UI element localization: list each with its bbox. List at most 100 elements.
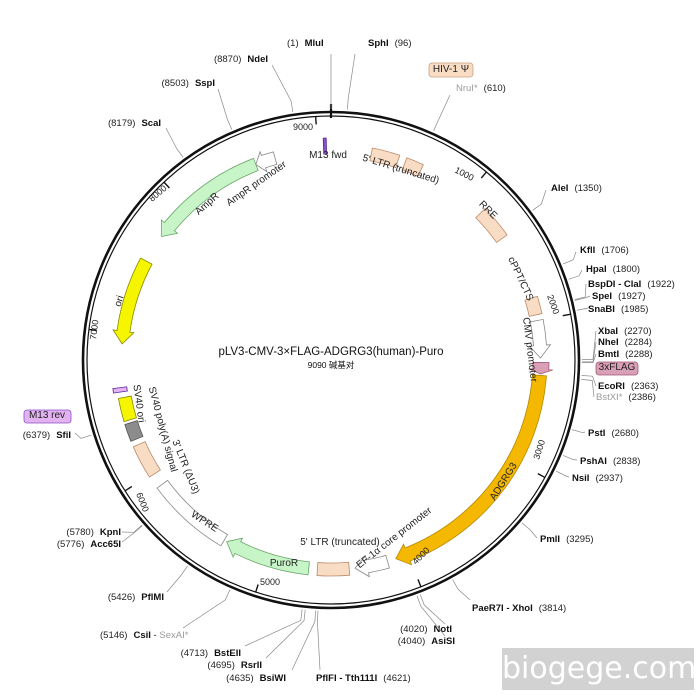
site-leader-sfii — [74, 432, 92, 439]
site-sspi: (8503)SspI — [161, 78, 215, 89]
tick-label: 1000 — [453, 165, 475, 183]
feature-badge-box — [595, 361, 639, 376]
site-name: MluI — [305, 38, 324, 49]
site-label: SpeI(1927) — [592, 291, 646, 302]
feature-label-ori: ori — [113, 294, 127, 308]
site-label: NruI*(610) — [456, 83, 506, 94]
site-label: PflFI - Tth111I(4621) — [316, 673, 411, 684]
site-leader-kfli — [562, 251, 577, 265]
site-leader-pshai — [563, 455, 578, 461]
site-name: EcoRI — [598, 381, 625, 392]
tick-label: 5000 — [260, 577, 280, 587]
site-kpni: (5780)KpnI — [66, 527, 121, 538]
site-position: (1) — [287, 38, 299, 49]
site-pshai: PshAI(2838) — [580, 456, 640, 467]
site-label: (4020)NotI — [400, 624, 452, 635]
tick-label: 6000 — [134, 491, 151, 513]
site-position: (8179) — [108, 118, 135, 129]
site-leader-acc65i — [121, 525, 143, 543]
site-name: KflI — [580, 245, 595, 256]
site-label: PstI(2680) — [588, 428, 639, 439]
site-position: (3814) — [539, 603, 566, 614]
site-position: (3295) — [566, 534, 593, 545]
site-leader-bmti — [581, 353, 597, 363]
feature-3xflag — [528, 361, 553, 375]
site-name: BspDI - ClaI — [588, 279, 641, 290]
site-leader-pflmi — [166, 565, 188, 593]
tick-mark — [537, 472, 546, 479]
site-label: (5146)CsiI - SexAI* — [100, 630, 189, 641]
site-leader-spei — [574, 295, 591, 301]
site-name: NruI* — [456, 83, 478, 94]
site-leader-snabi — [576, 307, 588, 311]
site-name: SpeI — [592, 291, 612, 302]
site-ndei: (8870)NdeI — [214, 54, 268, 65]
site-leader-ndei — [271, 64, 294, 112]
site-leader-bsteii — [244, 609, 303, 647]
feature-cmv-promoter — [528, 318, 552, 359]
site-position: (8503) — [161, 78, 188, 89]
site-mlui: (1) MluI — [287, 38, 324, 49]
site-name: ScaI — [141, 118, 161, 129]
feature-badge-box — [23, 409, 72, 424]
site-name: PaeR7I - XhoI — [472, 603, 533, 614]
feature-puror — [226, 537, 310, 576]
site-position: (1350) — [574, 183, 601, 194]
feature-badge-box — [428, 62, 474, 78]
site-pflmi: (5426) PflMI — [108, 592, 164, 603]
site-position: (5426) — [108, 592, 135, 603]
site-asisi: (4040)AsiSI — [398, 636, 455, 647]
site-name: Acc65I — [90, 539, 121, 550]
site-sphi: SphI(96) — [368, 38, 412, 49]
site-label: (4635)BsiWI — [226, 673, 286, 684]
site-label: (4040)AsiSI — [398, 636, 455, 647]
tick-label: 7000 — [88, 319, 100, 340]
site-position: (5776) — [57, 539, 84, 550]
site-leader-paer7i-xhoi — [452, 579, 471, 601]
tick-mark — [480, 171, 487, 179]
tick-label: 3000 — [531, 438, 547, 460]
site-xbai: XbaI(2270) — [598, 326, 652, 337]
site-label: (1) MluI — [287, 38, 324, 49]
feature-ampr-promoter — [255, 150, 278, 173]
tick-mark — [314, 116, 317, 125]
feature-5-ltr-truncated — [369, 147, 401, 169]
site-leader-alei — [532, 189, 547, 211]
site-label: (4695)RsrII — [207, 660, 262, 671]
feature-m13-fwd — [322, 137, 327, 155]
site-name: BsiWI — [260, 673, 286, 684]
site-position: (2680) — [611, 428, 638, 439]
feature-label-m13-rev: M13 rev — [29, 410, 65, 421]
site-label: (8870)NdeI — [214, 54, 268, 65]
site-name: PflMI — [141, 592, 164, 603]
site-label: XbaI(2270) — [598, 326, 652, 337]
site-leader-kpni — [121, 524, 143, 533]
site-name: PshAI — [580, 456, 607, 467]
site-leader-pmli — [521, 522, 538, 539]
site-position: (1985) — [621, 304, 648, 315]
feature-badge-m13-rev: M13 rev — [23, 409, 72, 424]
site-rsrii: (4695)RsrII — [207, 660, 262, 671]
site-leader-xbai — [581, 330, 597, 360]
feature-label-5-ltr-truncated: 5' LTR (truncated) — [361, 153, 440, 187]
site-label: NsiI(2937) — [572, 473, 623, 484]
site-label: BstXI*(2386) — [596, 392, 656, 403]
site-label: SphI(96) — [368, 38, 412, 49]
site-name: KpnI — [100, 527, 121, 538]
plasmid-size: 9090 碱基对 — [308, 360, 355, 370]
tick-mark — [255, 584, 259, 593]
feature-ampr — [160, 157, 259, 238]
plasmid-name: pLV3-CMV-3×FLAG-ADGRG3(human)-Puro — [218, 346, 443, 358]
site-leader-ecori — [581, 375, 597, 387]
site-label: HpaI(1800) — [586, 264, 640, 275]
feature-5-ltr-truncated — [316, 561, 351, 577]
site-label: (4713)BstEII — [181, 648, 241, 659]
site-label: PmlI(3295) — [540, 534, 594, 545]
feature-label-sv40-ori: SV40 ori — [130, 384, 146, 424]
site-snabi: SnaBI(1985) — [588, 304, 648, 315]
site-scai: (8179) ScaI — [108, 118, 161, 129]
feature-m13-rev — [112, 386, 128, 394]
site-position: (96) — [395, 38, 412, 49]
site-name: RsrII — [241, 660, 262, 671]
site-position: (4621) — [383, 673, 410, 684]
